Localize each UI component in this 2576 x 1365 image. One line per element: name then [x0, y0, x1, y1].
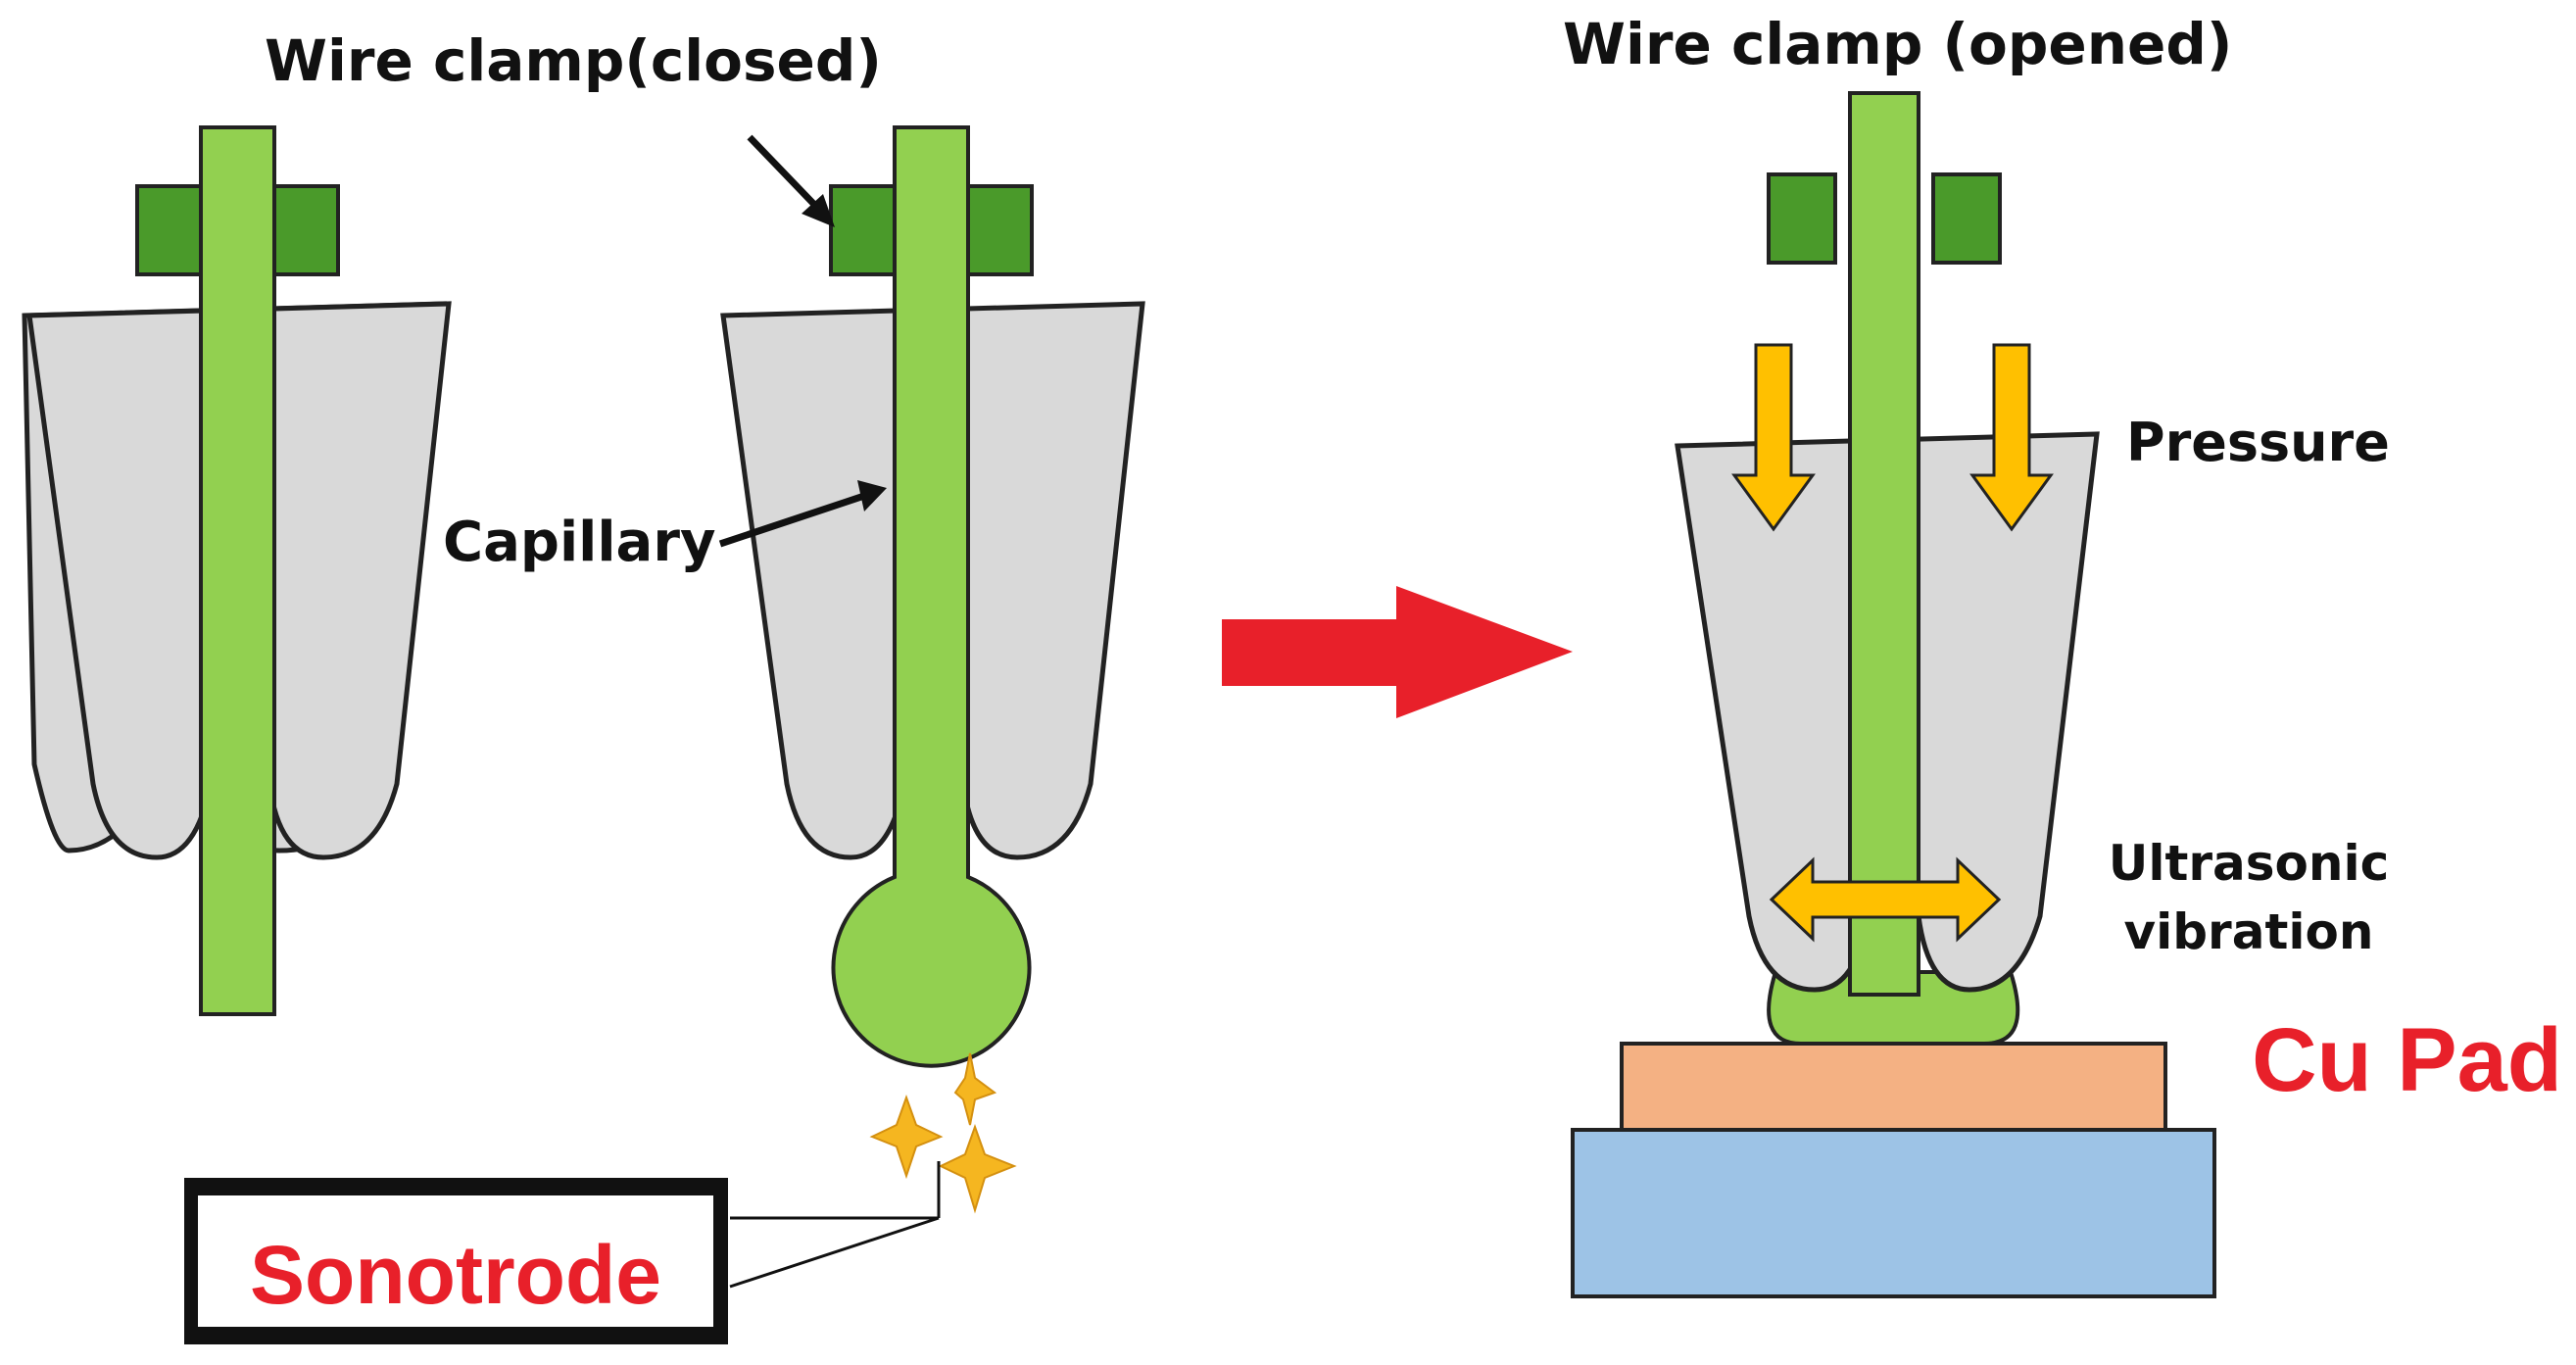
- ultrasonic-label-line2: vibration: [2124, 903, 2374, 960]
- squashed-ball: [1767, 970, 2020, 1046]
- wire: [1848, 91, 1920, 997]
- panel-bonding: [1571, 91, 2216, 1298]
- sonotrode-lead-line: [729, 1216, 940, 1289]
- wire-clamp-left: [1767, 172, 1837, 265]
- wire: [199, 125, 276, 1016]
- pressure-arrow-right: [1969, 343, 2054, 532]
- sonotrode-box: [194, 1192, 717, 1331]
- wire-clamp-right: [1931, 172, 2002, 265]
- ultrasonic-arrow: [1769, 856, 2002, 943]
- spark-icon: [869, 1052, 1017, 1214]
- clamp-pointer-head: [802, 194, 835, 227]
- capillary-pointer-line: [718, 491, 869, 548]
- wire-clamp-closed-label: Wire clamp(closed): [265, 27, 882, 94]
- clamp-pointer-line: [747, 134, 826, 217]
- panel-free-air-ball: Sonotrode: [184, 125, 1145, 1344]
- pressure-label: Pressure: [2126, 412, 2390, 473]
- wire-clamp-right: [267, 184, 340, 276]
- wire-clamp-left: [135, 184, 208, 276]
- wire-clamp-left: [829, 184, 901, 276]
- substrate: [1571, 1128, 2216, 1298]
- ultrasonic-label-line1: Ultrasonic: [2109, 835, 2390, 892]
- panel-capillary-initial: [22, 125, 452, 1016]
- wire-clamp-right: [961, 184, 1034, 276]
- sonotrode-label: Sonotrode: [250, 1229, 661, 1321]
- capillary-label: Capillary: [443, 511, 715, 574]
- process-arrow-icon: [1222, 586, 1573, 718]
- cu-pad: [1620, 1042, 2167, 1132]
- pressure-arrow-left: [1731, 343, 1816, 532]
- capillary-pointer-head: [857, 480, 887, 512]
- cu-pad-label: Cu Pad: [2252, 1010, 2562, 1110]
- wire-clamp-opened-label: Wire clamp (opened): [1563, 11, 2232, 77]
- wire-with-ball: [831, 125, 1032, 1068]
